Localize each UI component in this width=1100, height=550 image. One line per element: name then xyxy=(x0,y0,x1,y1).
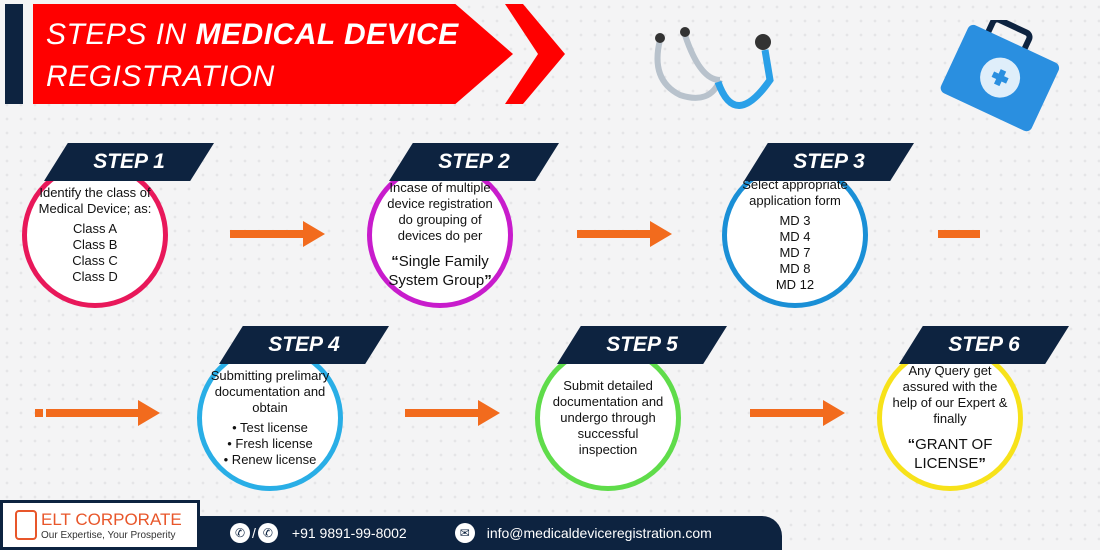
step-4-circle: Submitting prelimary documentation and o… xyxy=(197,345,343,491)
title-accent-bar xyxy=(5,4,23,104)
arrow-1-2 xyxy=(230,221,325,247)
arrow-in-4 xyxy=(35,400,160,426)
step-5-label: STEP 5 xyxy=(557,326,727,364)
brand-name: ELT CORPORATE xyxy=(41,509,182,529)
plant-hand-logo-icon xyxy=(15,510,37,540)
step-text: Submit detailed documentation and underg… xyxy=(552,378,664,457)
step-text: MD 7 xyxy=(779,245,811,260)
arrow-4-5 xyxy=(405,400,500,426)
step-quote: GRANT OF LICENSE xyxy=(914,436,993,472)
step-text: Class D xyxy=(72,269,118,284)
step-6-label: STEP 6 xyxy=(899,326,1069,364)
step-1-label: STEP 1 xyxy=(44,143,214,181)
step-4-label: STEP 4 xyxy=(219,326,389,364)
step-text: Any Query get assured with the help of o… xyxy=(892,363,1008,426)
step-6-circle: Any Query get assured with the help of o… xyxy=(877,345,1023,491)
step-text: Class A xyxy=(72,221,118,236)
step-3-label: STEP 3 xyxy=(744,143,914,181)
step-2-label: STEP 2 xyxy=(389,143,559,181)
step-text: Select appropriate application form xyxy=(742,177,848,208)
step-2-circle: Incase of multiple device registration d… xyxy=(367,162,513,308)
step-text: Submitting prelimary documentation and o… xyxy=(210,368,330,415)
step-text: Identify the class of Medical Device; as… xyxy=(38,185,152,216)
email-icon: ✉ xyxy=(454,523,475,543)
tagline: Our Expertise, Your Prosperity xyxy=(41,529,176,541)
medical-kit-icon xyxy=(940,20,1060,132)
arrow-5-6 xyxy=(750,400,845,426)
step-5-circle: Submit detailed documentation and underg… xyxy=(535,345,681,491)
step-text: Incase of multiple device registration d… xyxy=(387,180,493,243)
step-text: MD 4 xyxy=(779,229,811,244)
email-address[interactable]: info@medicaldeviceregistration.com xyxy=(486,525,712,541)
phone-whatsapp-icon: ✆ xyxy=(230,523,250,543)
step-text: MD 12 xyxy=(775,277,815,292)
company-logo: ELT CORPORATE Our Expertise, Your Prospe… xyxy=(0,500,200,550)
step-text: • Fresh license xyxy=(227,436,313,451)
step-text: Class B xyxy=(72,237,118,252)
step-text: MD 8 xyxy=(779,261,811,276)
step-quote: Single Family System Group xyxy=(388,253,489,289)
whatsapp-icon: ✆ xyxy=(257,523,278,543)
arrow-3-out xyxy=(938,227,980,241)
step-1-circle: Identify the class of Medical Device; as… xyxy=(22,162,168,308)
step-text: MD 3 xyxy=(779,213,811,228)
arrow-2-3 xyxy=(577,221,672,247)
contact-footer: ✆/✆ +91 9891-99-8002 ✉ info@medicaldevic… xyxy=(200,516,782,550)
stethoscope-icon xyxy=(654,27,774,109)
step-text: • Renew license xyxy=(223,452,317,467)
phone-number[interactable]: +91 9891-99-8002 xyxy=(291,525,407,541)
step-text: • Test license xyxy=(232,420,308,435)
step-text: Class C xyxy=(72,253,118,268)
title-banner xyxy=(33,4,513,104)
